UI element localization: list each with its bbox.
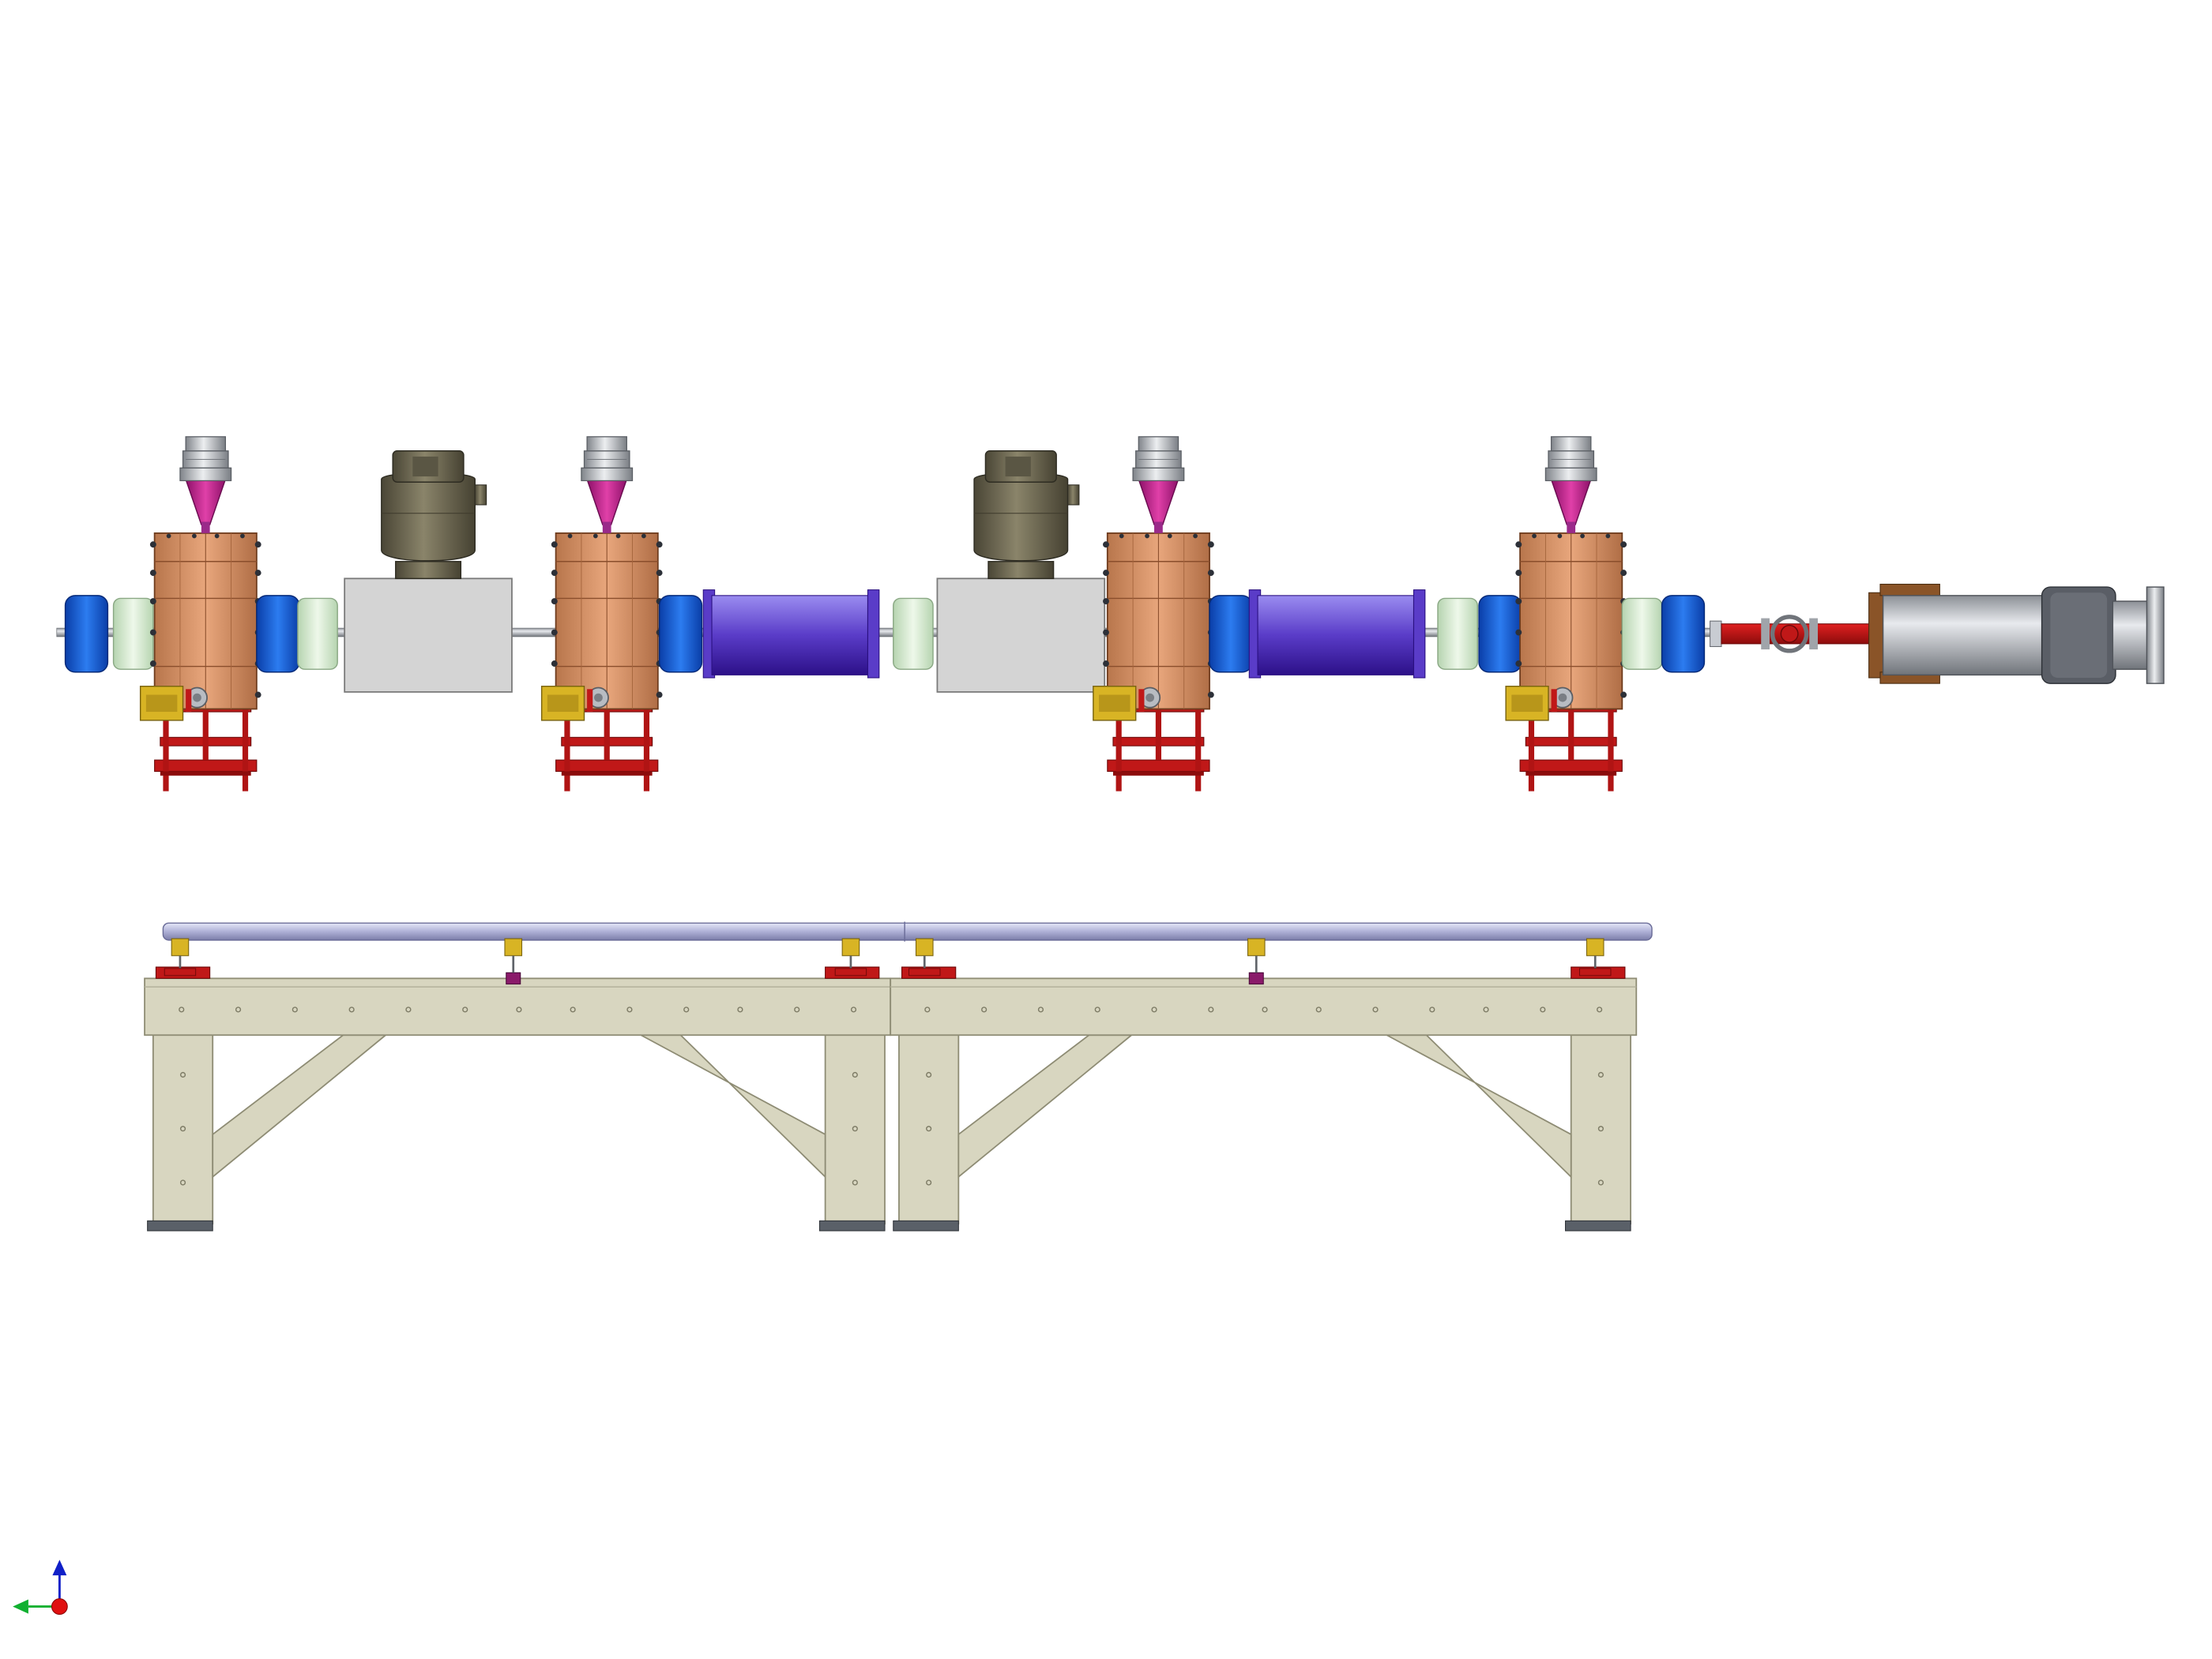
green-ring-1	[112, 597, 154, 670]
blue-ring-1	[64, 595, 109, 673]
blue-ring-6	[1661, 595, 1706, 673]
cavity-1	[139, 435, 262, 792]
green-ring-3	[893, 597, 934, 670]
beamline-assembly	[56, 435, 2165, 792]
support-girder	[144, 921, 1653, 1232]
blue-ring-2	[256, 595, 300, 673]
green-ring-4	[1437, 597, 1478, 670]
table-left	[144, 966, 892, 1232]
rail-supports	[164, 938, 1612, 985]
blue-ring-4	[1209, 595, 1253, 673]
red-valve-section	[1710, 615, 1875, 653]
cavity-3	[1092, 435, 1215, 792]
drift-tube-1	[702, 589, 880, 679]
pump-1	[344, 450, 513, 693]
green-ring-2	[297, 597, 338, 670]
rail	[162, 922, 1653, 941]
green-ring-5	[1621, 597, 1663, 670]
cavity-4	[1505, 435, 1627, 792]
blue-ring-5	[1478, 595, 1522, 673]
pump-2	[936, 450, 1106, 693]
blue-ring-3	[658, 595, 703, 673]
silver-cylinder	[1868, 583, 2165, 684]
orientation-triad	[13, 1559, 68, 1615]
origin	[51, 1598, 68, 1615]
drift-tube-2	[1248, 589, 1426, 679]
cavity-2	[540, 435, 664, 792]
table-right	[890, 966, 1638, 1232]
